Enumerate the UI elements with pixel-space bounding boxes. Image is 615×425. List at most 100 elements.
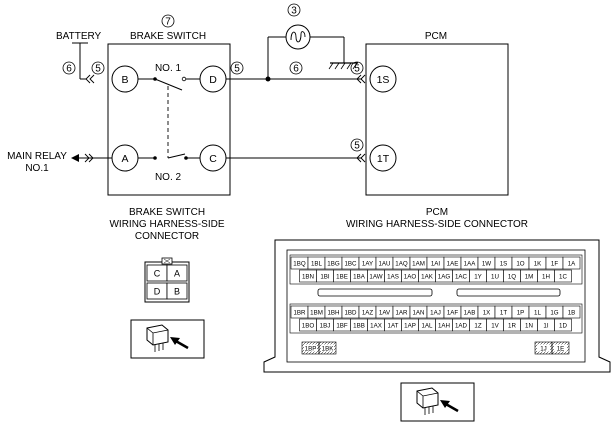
brake-switch-number: 7 xyxy=(165,17,171,28)
no1-label: NO. 1 xyxy=(155,63,182,74)
pcm-pin-label: 1C xyxy=(559,274,567,281)
pcm-pin-label: 1BH xyxy=(327,310,339,317)
connector-5-circle-1t xyxy=(350,138,364,152)
pcm-pin-label: 1BQ xyxy=(293,261,306,268)
pcm-pin-label: 1AO xyxy=(404,274,417,281)
pcm-pin-label: 1B xyxy=(568,310,576,317)
pcm-connector-title-line1: PCM xyxy=(426,207,448,218)
pcm-pin-label: 1BI xyxy=(320,274,330,281)
pcm-pin-label: 1Q xyxy=(508,274,516,281)
pcm-pin-label: 1BF xyxy=(336,323,348,330)
no2-label: NO. 2 xyxy=(155,172,182,183)
pcm-pin-cell xyxy=(554,318,572,332)
pcm-pin-label: 1AJ xyxy=(430,310,441,317)
connector-a-chevron-outer xyxy=(84,153,90,163)
pcm-pin-label: 1BO xyxy=(302,323,315,330)
pcm-pin-label: 1AD xyxy=(455,323,468,330)
switch-2-blade xyxy=(167,153,186,159)
pcm-pin-label: 1AV xyxy=(379,310,391,317)
brake-connector-title-line2: WIRING HARNESS-SIDE xyxy=(109,219,224,230)
pcm-pin-label-bg xyxy=(321,344,334,352)
pcm-pin-label: 1I xyxy=(543,323,548,330)
pcm-pin-label: 1A xyxy=(568,261,576,268)
brake-connector-cell-label: C xyxy=(154,269,161,279)
main-relay-arrow xyxy=(71,154,79,162)
connector-5-label-ground: 5 xyxy=(354,64,360,75)
pcm-pin-label: 1AB xyxy=(464,310,476,317)
pcm-pin-label: 1R xyxy=(508,323,516,330)
brake-switch-box xyxy=(107,43,231,196)
ground-hatch xyxy=(334,62,340,70)
pcm-pin-label: 1W xyxy=(482,261,491,268)
terminal-a-label: A xyxy=(121,153,128,165)
wire-6-circle-b xyxy=(289,61,303,75)
brake-connector-cell-label: A xyxy=(174,269,180,279)
pcm-pin-label: 1AR xyxy=(395,310,408,317)
terminal-1s-label: 1S xyxy=(377,74,390,86)
connector-5-circle-ground xyxy=(350,61,364,75)
pcm-pin-label: 1BP xyxy=(305,346,317,353)
pcm-pin-label: 1M xyxy=(525,274,534,281)
brake-connector-cell xyxy=(166,264,188,282)
pcm-pin-label: 1BC xyxy=(344,261,357,268)
brake-connector-cell-label: B xyxy=(174,287,180,297)
pcm-pin-label: 1AS xyxy=(387,274,399,281)
pcm-pin-label: 1AF xyxy=(447,310,459,317)
connector-view-icon xyxy=(130,319,205,359)
pcm-pin-label: 1BM xyxy=(310,310,323,317)
pcm-pin-label: 1AP xyxy=(404,323,416,330)
connector-5-circle-b xyxy=(91,61,105,75)
pcm-pin-label: 1Z xyxy=(474,323,481,330)
terminal-1t-label: 1T xyxy=(377,153,390,165)
lamp-number: 3 xyxy=(291,6,297,17)
pcm-pin-label: 1H xyxy=(542,274,550,281)
pcm-pin-label: 1D xyxy=(559,323,567,330)
terminal-1s xyxy=(369,65,397,93)
pcm-pin-label: 1T xyxy=(500,310,507,317)
pcm-pin-label: 1BK xyxy=(322,346,335,353)
ground-hatch xyxy=(328,62,334,70)
brake-switch-number-circle xyxy=(161,14,175,28)
connector-5-label-d: 5 xyxy=(234,64,240,75)
pcm-pin-label: 1AL xyxy=(421,323,433,330)
connector-5-circle-d xyxy=(230,61,244,75)
brake-connector-cell-label: D xyxy=(154,287,161,297)
lock-tab-hatch xyxy=(163,258,171,264)
pcm-pin-label: 1AQ xyxy=(395,261,408,268)
lamp-number-circle xyxy=(287,3,301,17)
ground-hatch xyxy=(346,62,352,70)
pcm-pin-label-bg xyxy=(304,344,317,352)
pcm-pin-label: 1BJ xyxy=(320,323,331,330)
connector-5-label-1t: 5 xyxy=(354,141,360,152)
battery-label: BATTERY xyxy=(56,31,102,42)
connector-5-label-b: 5 xyxy=(95,64,101,75)
connector-a-chevron-inner xyxy=(88,153,94,163)
pcm-pin-label: 1AC xyxy=(455,274,468,281)
pcm-pin-label: 1AE xyxy=(447,261,459,268)
pcm-pin-label: 1AM xyxy=(412,261,425,268)
pcm-pin-label: 1BE xyxy=(336,274,348,281)
pcm-label: PCM xyxy=(425,31,447,42)
pcm-pin-label: 1BB xyxy=(353,323,365,330)
pcm-pin-label: 1AX xyxy=(370,323,382,330)
connector-view-icon xyxy=(400,382,475,422)
pcm-pin-label: 1Y xyxy=(474,274,482,281)
pcm-pin-label: 1AU xyxy=(378,261,390,268)
ground-hatch xyxy=(340,62,346,70)
brake-connector-title-line3: CONNECTOR xyxy=(135,231,199,242)
pcm-pin-label: 1U xyxy=(491,274,499,281)
pcm-pin-label: 1BG xyxy=(327,261,340,268)
pcm-pin-label: 1X xyxy=(483,310,491,317)
pcm-pin-label: 1AG xyxy=(438,274,451,281)
switch-1-contact-right xyxy=(181,76,187,82)
pcm-pin-label: 1BA xyxy=(353,274,366,281)
lamp-filament-icon xyxy=(290,31,306,43)
switch-2-contact-left xyxy=(153,156,157,160)
pcm-connector-slot-right xyxy=(456,288,561,297)
connector-b-chevron-inner xyxy=(89,74,95,84)
pcm-pin-cell xyxy=(562,256,581,270)
terminal-d-label: D xyxy=(209,74,217,86)
pcm-pin-label: 1P xyxy=(517,310,525,317)
pcm-connector-slot-left xyxy=(317,288,433,297)
